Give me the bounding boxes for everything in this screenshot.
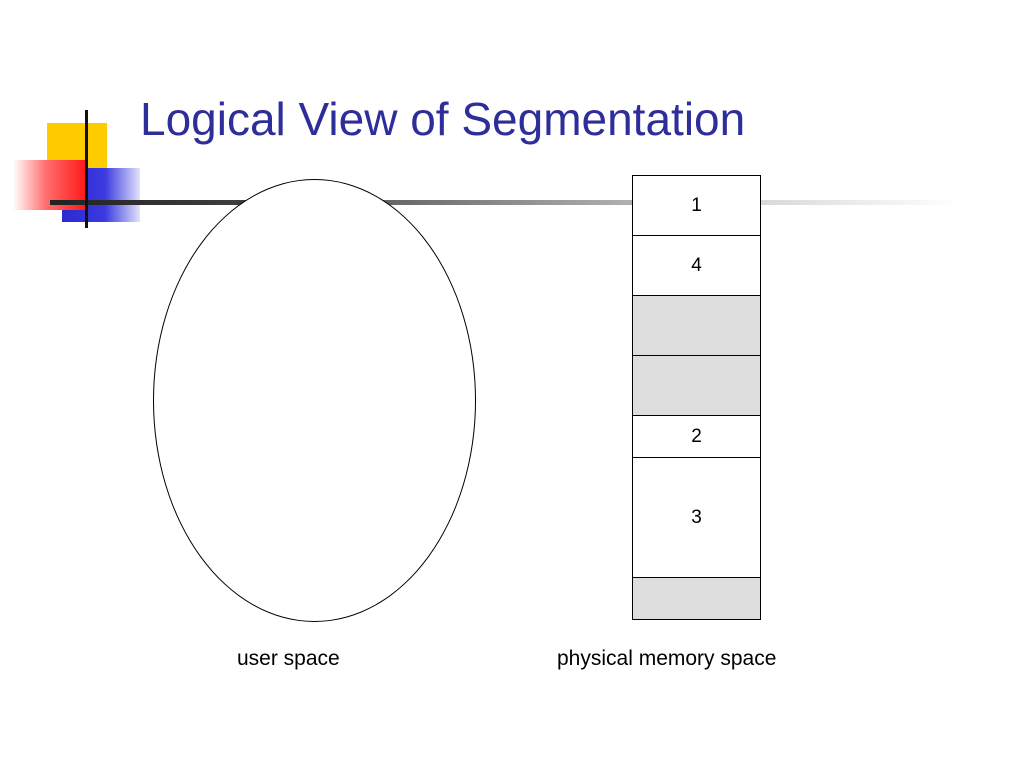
slide-title: Logical View of Segmentation xyxy=(140,93,746,145)
user-space-caption: user space xyxy=(237,647,340,670)
memory-free-block xyxy=(633,356,760,416)
memory-free-block xyxy=(633,296,760,356)
memory-segment-1: 1 xyxy=(633,176,760,236)
title-underline-rule xyxy=(50,200,960,205)
memory-segment-3: 3 xyxy=(633,458,760,578)
physical-memory-stack: 1 4 2 3 xyxy=(632,175,761,620)
memory-free-block xyxy=(633,578,760,620)
physical-memory-caption: physical memory space xyxy=(557,647,777,670)
logo-vertical-line xyxy=(85,110,88,228)
memory-segment-4: 4 xyxy=(633,236,760,296)
user-space-ellipse xyxy=(153,179,476,622)
memory-segment-2: 2 xyxy=(633,416,760,458)
